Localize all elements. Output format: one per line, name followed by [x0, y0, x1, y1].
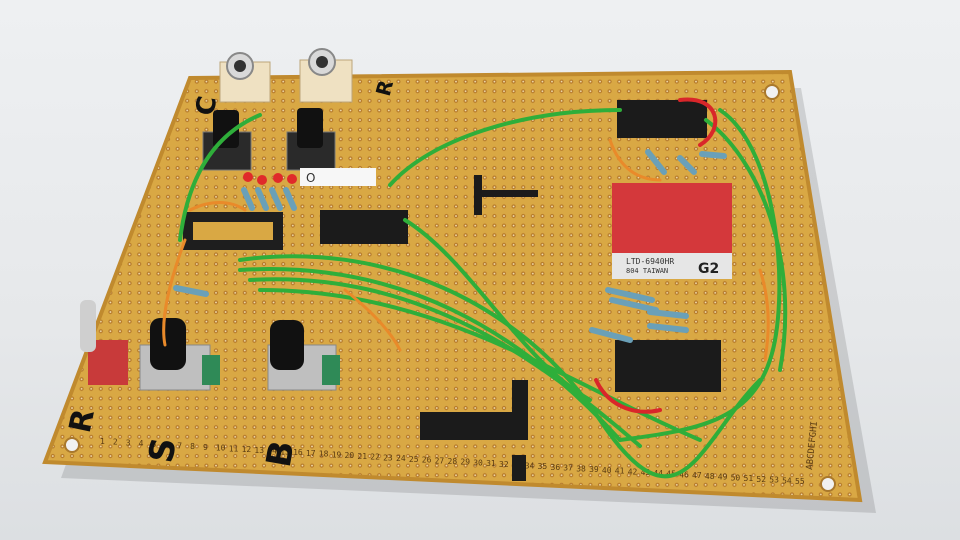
column-number: 50 — [731, 473, 741, 482]
column-number: 23 — [383, 453, 393, 462]
column-number: 26 — [422, 456, 432, 465]
column-number: 49 — [718, 473, 728, 482]
column-number: 52 — [756, 475, 766, 484]
column-number: 44 — [653, 469, 663, 478]
display-part-origin: 804 TAIWAN — [626, 267, 668, 275]
mount-hole — [64, 437, 80, 453]
column-number: 11 — [229, 444, 239, 453]
column-number: 21 — [357, 452, 367, 461]
column-number: 7 — [177, 441, 182, 450]
column-number: 18 — [319, 450, 329, 459]
potentiometer-right — [267, 320, 340, 391]
column-number: 48 — [705, 472, 715, 481]
wire-orange — [162, 138, 770, 362]
column-number: 35 — [538, 462, 548, 471]
column-number: 20 — [345, 451, 355, 460]
column-number: 17 — [306, 449, 316, 458]
column-number: 4 — [139, 439, 144, 448]
label-strip — [300, 168, 376, 186]
column-number: 8 — [190, 442, 195, 451]
column-number: 6 — [164, 441, 169, 450]
mark-r-top: R — [371, 77, 398, 98]
column-number: 53 — [769, 476, 779, 485]
column-number: 43 — [641, 468, 651, 477]
seven-segment-display: LTD-6940HR 804 TAIWAN G2 — [612, 183, 732, 279]
column-number: 55 — [795, 477, 805, 486]
resistor-bank-top — [241, 187, 297, 211]
header-pins-bottom — [420, 380, 528, 481]
ic-socket-empty — [183, 212, 283, 250]
ic-chip-bottom-right — [615, 340, 721, 392]
column-number: 47 — [692, 471, 702, 480]
column-number: 28 — [448, 457, 458, 466]
column-number: 15 — [280, 447, 290, 456]
column-number: 22 — [370, 453, 380, 462]
header-pins-t — [474, 175, 538, 215]
column-number: 2 — [113, 438, 118, 447]
column-number: 25 — [409, 455, 419, 464]
column-number: 38 — [576, 464, 586, 473]
column-number: 27 — [435, 456, 445, 465]
ic-chip-top-right — [617, 100, 707, 138]
potentiometer-left — [139, 318, 220, 391]
column-number: 12 — [242, 445, 252, 454]
display-part-number: LTD-6940HR — [626, 257, 674, 266]
column-number: 16 — [293, 448, 303, 457]
mount-hole — [820, 476, 836, 492]
column-number: 41 — [615, 467, 625, 476]
mount-hole — [764, 84, 780, 100]
column-number: 24 — [396, 454, 406, 463]
column-number: 36 — [551, 463, 561, 472]
column-number: 34 — [525, 461, 535, 470]
column-number: 13 — [254, 446, 264, 455]
toggle-switch — [80, 300, 128, 385]
ic-chip-center — [320, 210, 408, 244]
column-number: 32 — [499, 460, 509, 469]
column-number: 37 — [563, 464, 573, 473]
column-number: 19 — [332, 450, 342, 459]
column-number: 51 — [744, 474, 754, 483]
audio-jack-left — [219, 52, 271, 103]
wire-red — [594, 97, 718, 414]
column-number: 46 — [679, 470, 689, 479]
column-number: 54 — [782, 476, 792, 485]
push-button-right — [286, 108, 336, 171]
column-number: 31 — [486, 459, 496, 468]
column-number: 14 — [267, 447, 277, 456]
column-number: 29 — [460, 458, 470, 467]
column-number: 10 — [216, 444, 226, 453]
column-number: 30 — [473, 459, 483, 468]
audio-jack-right — [299, 48, 353, 103]
column-number: 39 — [589, 465, 599, 474]
display-mark: G2 — [698, 261, 719, 277]
column-number: 1 — [100, 437, 105, 446]
column-number: 5 — [152, 440, 157, 449]
column-number: 3 — [126, 439, 131, 448]
column-number: 40 — [602, 466, 612, 475]
column-number: 42 — [628, 467, 638, 476]
resistor-cluster — [173, 149, 727, 343]
wire-bundle-green — [178, 108, 788, 479]
column-number: 9 — [203, 443, 208, 452]
label-strip-text: O — [306, 171, 315, 185]
